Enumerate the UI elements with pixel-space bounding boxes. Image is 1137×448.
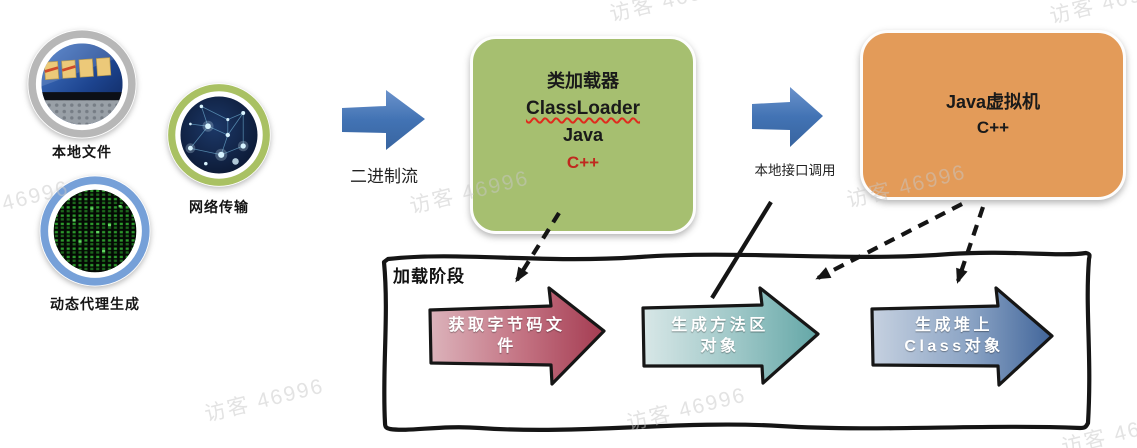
local-file-photo [27,29,137,139]
dashed-connector-jvm-to-step2 [815,202,963,280]
solid-connector-line [710,200,773,300]
source-label-network: 网络传输 [189,199,249,215]
binary-stream-label: 二进制流 [350,167,418,186]
source-label-local-file: 本地文件 [52,144,112,160]
step-2-line2: 对象 [700,338,740,355]
binary-stream-arrow [342,90,425,150]
native-call-arrow [752,87,823,147]
source-local-file: 本地文件 [24,26,140,162]
step-2-text: 生成方法区 对象 [645,315,795,357]
source-network: 网络传输 [164,80,274,217]
watermark: 访客 46996 [607,0,732,27]
source-dynamic-proxy: 动态代理生成 [36,172,154,314]
classloader-title: 类加载器 [547,71,619,91]
native-call-label: 本地接口调用 [754,163,836,178]
step-3-text: 生成堆上 Class对象 [876,315,1032,357]
classloader-lang-java: Java [562,125,604,145]
jvm-lang-cpp: C++ [976,118,1010,137]
watermark: 访客 46996 [202,374,327,427]
matrix-code-photo [39,175,151,287]
step-1-line1: 获取字节码文 [448,317,566,334]
step-2-line1: 生成方法区 [671,317,769,334]
jvm-title: Java虚拟机 [945,92,1041,112]
step-1-text: 获取字节码文 件 [428,315,586,357]
source-label-dynamic-proxy: 动态代理生成 [50,296,140,312]
classloader-subtitle: ClassLoader [525,98,641,119]
matrix-image-content [53,189,137,273]
network-image-content [180,96,258,174]
step-1-line2: 件 [497,338,517,355]
local-file-image-content [41,43,123,125]
step-3-line2: Class对象 [904,338,1004,355]
loading-phase-label: 加载阶段 [393,267,465,286]
watermark: 访客 46996 [1047,0,1137,29]
classloader-lang-cpp: C++ [566,153,600,172]
network-photo [167,83,271,187]
classloader-box: 类加载器 ClassLoader Java C++ [470,36,696,234]
watermark: 访客 46996 [1059,407,1137,448]
watermark: 访客 46996 [624,383,749,436]
step-3-line1: 生成堆上 [914,317,993,334]
jvm-box: Java虚拟机 C++ [860,30,1126,200]
dashed-connector-jvm-to-step3 [956,206,985,284]
